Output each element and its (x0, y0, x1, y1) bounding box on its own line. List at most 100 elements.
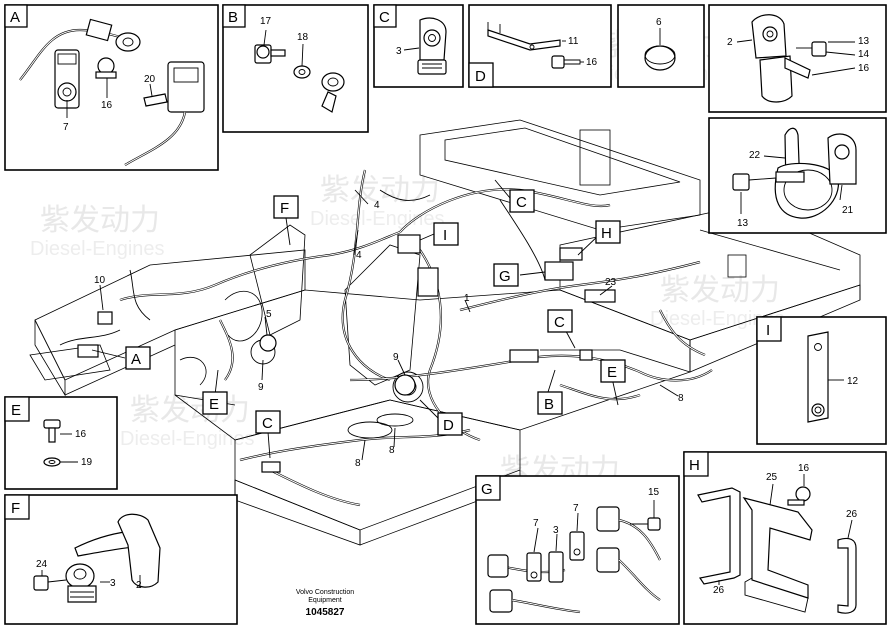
watermark-cn: 紫发动力 (130, 394, 250, 427)
callout-5: 5 (266, 309, 272, 320)
panel-c: C 3 (373, 4, 464, 88)
panel-c-callout-3: 3 (396, 46, 402, 57)
panel-g-letter: G (481, 481, 493, 498)
svg-text:F: F (280, 200, 289, 217)
panel-b-letter: B (228, 9, 238, 26)
panel-strap-callout-14: 14 (858, 49, 870, 60)
marker-c-mid[interactable]: C (547, 309, 573, 333)
panel-h-letter: H (689, 457, 700, 474)
panel-g: G 7 3 7 15 (475, 475, 680, 625)
marker-g[interactable]: G (493, 263, 519, 287)
panel-a-letter: A (10, 9, 20, 26)
panel-clamp: 22 21 13 (708, 117, 887, 234)
marker-d[interactable]: D (437, 412, 463, 436)
panel-strap-clip: 2 13 14 16 (708, 4, 887, 113)
main-markers: F I C H G A C E B D E C (125, 189, 626, 436)
panel-f-callout-2: 2 (136, 580, 142, 591)
marker-e-left[interactable]: E (202, 391, 228, 415)
panel-d: D 11 16 (468, 4, 612, 88)
svg-text:C: C (554, 314, 565, 331)
panel-h-callout-25: 25 (766, 472, 778, 483)
callout-9-center: 9 (393, 352, 399, 363)
callout-8-mid: 8 (389, 445, 395, 456)
watermark-en: Diesel-Engines (120, 428, 255, 450)
callout-23: 23 (605, 277, 617, 288)
svg-text:C: C (516, 194, 527, 211)
svg-text:E: E (607, 364, 617, 381)
marker-h[interactable]: H (595, 220, 621, 244)
marker-c-bottom[interactable]: C (255, 410, 281, 434)
callout-8-left: 8 (355, 458, 361, 469)
callout-4-upper: 4 (374, 200, 380, 211)
marker-a[interactable]: A (125, 346, 151, 370)
panel-d-callout-11: 11 (568, 36, 579, 47)
panel-d-callout-16: 16 (586, 57, 598, 68)
marker-c-top[interactable]: C (509, 189, 535, 213)
callout-9-left: 9 (258, 382, 264, 393)
panel-i-callout-12: 12 (847, 376, 859, 387)
watermark-cn: 紫发动力 (40, 204, 160, 237)
panel-a-callout-7: 7 (63, 122, 69, 133)
panel-f: F 24 3 2 (4, 494, 238, 625)
panel-a-callout-20: 20 (144, 74, 156, 85)
callout-4-lower: 4 (356, 250, 362, 261)
panel-f-callout-24: 24 (36, 559, 48, 570)
panel-strap-callout-16: 16 (858, 63, 870, 74)
svg-text:I: I (443, 227, 447, 244)
panel-strap-callout-2: 2 (727, 37, 733, 48)
panel-h-callout-16: 16 (798, 463, 810, 474)
svg-text:D: D (443, 417, 454, 434)
panel-c-letter: C (379, 9, 390, 26)
footer-sub: Equipment (308, 597, 342, 604)
svg-text:A: A (131, 351, 141, 368)
watermark-cn: 紫发动力 (660, 274, 780, 307)
panel-f-letter: F (11, 500, 20, 517)
panel-e-letter: E (11, 402, 21, 419)
panel-h-callout-26-left: 26 (713, 585, 725, 596)
marker-e-right[interactable]: E (600, 359, 626, 383)
watermark-en: Diesel-Engines (310, 208, 445, 230)
panel-g-callout-7-right: 7 (573, 503, 579, 514)
panel-i: I 12 (756, 316, 887, 445)
panel-a-callout-16: 16 (101, 100, 113, 111)
svg-text:C: C (262, 415, 273, 432)
svg-text:B: B (544, 396, 554, 413)
panel-b-callout-17: 17 (260, 16, 272, 27)
panel-six: 6 (617, 4, 705, 88)
footer-number: 1045827 (306, 607, 345, 618)
watermark-en: Diesel-Engines (30, 238, 165, 260)
panel-clamp-callout-22: 22 (749, 150, 761, 161)
panel-six-callout-6: 6 (656, 17, 662, 28)
panel-e-callout-16: 16 (75, 429, 87, 440)
panel-f-callout-3: 3 (110, 578, 116, 589)
marker-b[interactable]: B (537, 391, 563, 415)
svg-text:E: E (209, 396, 219, 413)
panel-e-callout-19: 19 (81, 457, 93, 468)
panel-g-callout-7-left: 7 (533, 518, 539, 529)
svg-text:G: G (499, 268, 511, 285)
marker-i[interactable]: I (433, 222, 459, 246)
footer-maker: Volvo Construction (296, 589, 354, 596)
panel-b: B 17 18 (222, 4, 369, 133)
panel-g-callout-3: 3 (553, 525, 559, 536)
panel-a: A 7 16 20 (4, 4, 219, 171)
footer-credit: Volvo Construction Equipment 1045827 (296, 589, 354, 618)
panel-g-callout-15: 15 (648, 487, 660, 498)
panel-d-letter: D (475, 68, 486, 85)
marker-f[interactable]: F (273, 195, 299, 219)
main-callouts: 4 4 10 5 9 1 9 23 8 8 8 (94, 200, 684, 469)
wiring-harness (59, 169, 713, 507)
panel-b-callout-18: 18 (297, 32, 309, 43)
panel-e: E 16 19 (4, 396, 118, 490)
panel-strap-callout-13: 13 (858, 36, 870, 47)
panel-clamp-callout-13: 13 (737, 218, 749, 229)
panel-i-letter: I (766, 322, 770, 339)
callout-1: 1 (464, 293, 470, 304)
main-leaders (91, 179, 679, 461)
callout-8-right: 8 (678, 393, 684, 404)
svg-text:H: H (601, 225, 612, 242)
panel-h-callout-26-right: 26 (846, 509, 858, 520)
panel-h: H 25 16 26 26 (683, 451, 887, 625)
panel-clamp-callout-21: 21 (842, 205, 854, 216)
